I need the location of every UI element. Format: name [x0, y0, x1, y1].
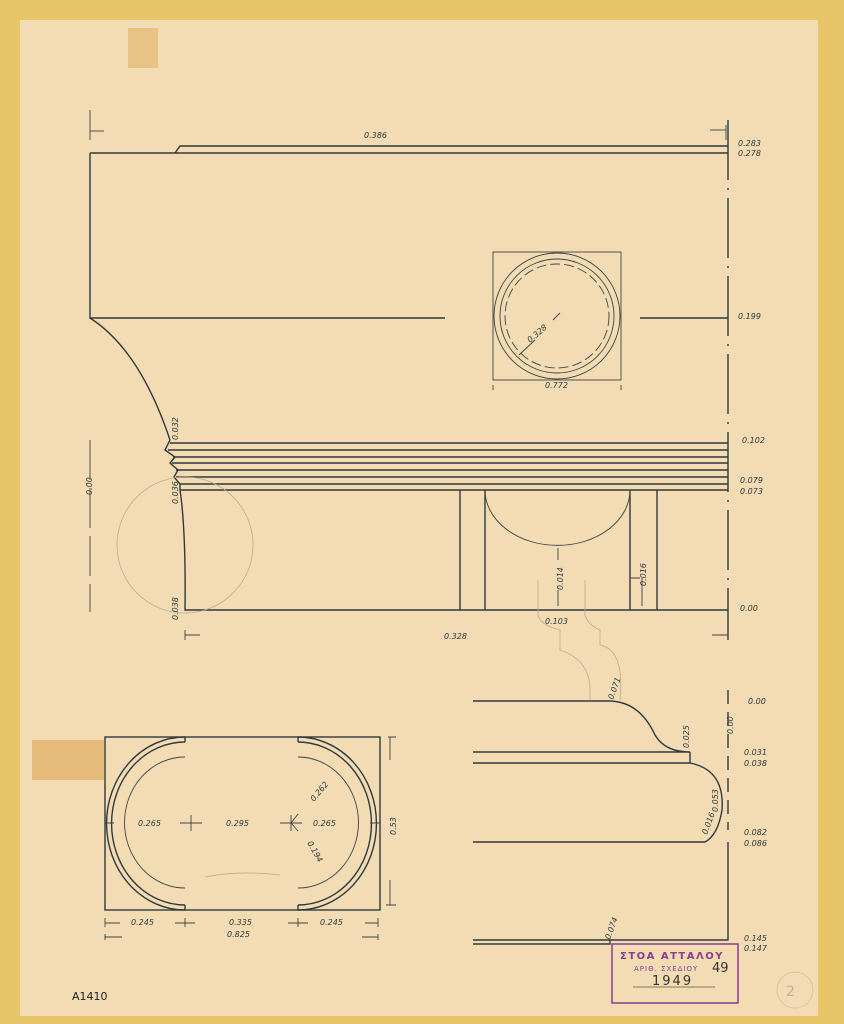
plan-dim-0: 0.265	[138, 819, 161, 828]
level-4: 0.079	[740, 476, 763, 485]
section-width: 0.772	[545, 381, 568, 390]
plan-bottom-dim-0: 0.245	[131, 918, 154, 927]
dim-top-width: 0.386	[364, 131, 387, 140]
stamp-drawing-no-label: ΑΡΙΘ. ΣΧΕΔΙΟΥ	[634, 965, 698, 973]
profile-mark-3: 0.053	[711, 789, 720, 812]
level-3: 0.102	[742, 436, 765, 445]
mark-left-0: 0.032	[171, 417, 180, 440]
profile-level-6: 0.147	[744, 944, 768, 953]
profile-mark-1: 0.025	[682, 725, 691, 748]
profile-level-3: 0.082	[744, 828, 767, 837]
capital-section	[492, 251, 622, 390]
level-6: 0.00	[740, 604, 758, 613]
level-2: 0.199	[738, 312, 761, 321]
title-stamp: ΣΤΟΑ ΑΤΤΑΛΟΥ ΑΡΙΘ. ΣΧΕΔΙΟΥ 49 1949	[611, 943, 739, 1004]
profile-level-0: 0.00	[748, 697, 766, 706]
level-1: 0.278	[738, 149, 761, 158]
dim-left-height: 0.00	[85, 477, 94, 495]
stamp-title: ΣΤΟΑ ΑΤΤΑΛΟΥ	[620, 951, 724, 962]
dim-fillet: 0.016	[639, 563, 648, 586]
profile-level-1: 0.031	[744, 748, 767, 757]
tape-top	[128, 28, 158, 68]
plan-bottom-dim-2: 0.245	[320, 918, 343, 927]
profile-level-2: 0.038	[744, 759, 767, 768]
plan-dim-1: 0.295	[226, 819, 249, 828]
dim-flute-depth: 0.014	[556, 567, 565, 590]
plinth-plan	[104, 736, 396, 940]
paper	[20, 20, 818, 1016]
corner-mark: 2	[786, 984, 795, 1000]
level-5: 0.073	[740, 487, 763, 496]
stamp-year: 1949	[652, 974, 693, 989]
dim-base-width: 0.328	[444, 632, 467, 641]
capital-elevation	[89, 110, 729, 701]
plan-bottom-dim-1: 0.335	[229, 918, 252, 927]
plan-dim-2: 0.265	[313, 819, 336, 828]
sheet-number: A1410	[72, 990, 108, 1003]
tape-left	[32, 740, 104, 780]
dim-flute-width: 0.103	[545, 617, 568, 626]
profile-height: 0.00	[726, 716, 735, 734]
mark-left-2: 0.038	[171, 597, 180, 620]
profile-level-5: 0.145	[744, 934, 767, 943]
base-profile	[473, 690, 729, 945]
level-0: 0.283	[738, 139, 761, 148]
profile-level-4: 0.086	[744, 839, 767, 848]
stamp-drawing-no: 49	[712, 961, 729, 976]
plan-total-width: 0.825	[227, 930, 250, 939]
mark-left-1: 0.036	[171, 481, 180, 504]
plan-depth: 0.53	[389, 817, 398, 835]
